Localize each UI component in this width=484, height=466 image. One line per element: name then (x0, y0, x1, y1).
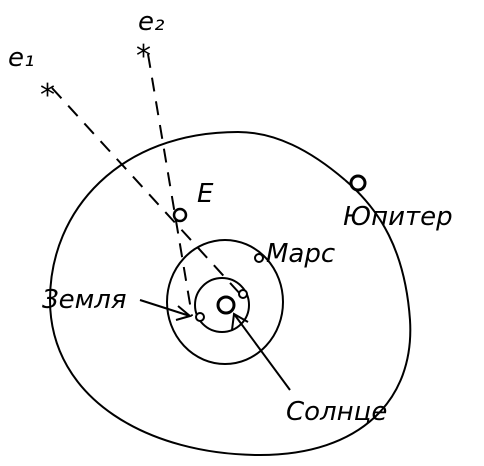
jupiter (351, 176, 365, 190)
label-E: E (197, 179, 214, 209)
label-e2: e₂ (138, 7, 164, 37)
sun-arrow (234, 314, 290, 390)
star-e2-icon: * (136, 39, 151, 74)
label-e1: e₁ (8, 43, 34, 73)
sun (218, 297, 234, 313)
label-sun: Солнце (286, 397, 387, 427)
point-E (174, 209, 186, 221)
label-earth: Земля (42, 285, 127, 315)
earth-arrow (140, 300, 190, 316)
earth-alt (239, 290, 247, 298)
star-e1-icon: * (40, 78, 55, 113)
jupiter-orbit-inner (238, 132, 345, 180)
mars (255, 254, 263, 262)
sightline-e1 (52, 88, 242, 296)
sightline-e2 (148, 54, 192, 316)
label-jupiter: Юпитер (343, 202, 453, 232)
earth (196, 313, 204, 321)
label-mars: Марс (266, 239, 335, 269)
